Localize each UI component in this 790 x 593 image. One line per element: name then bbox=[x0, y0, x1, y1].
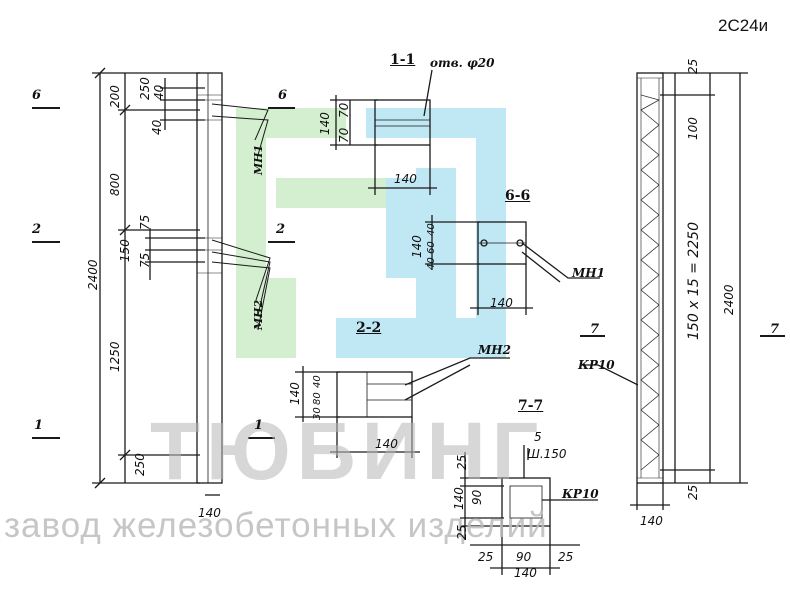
dim-2-2-h80: 80 bbox=[312, 392, 323, 405]
section-2-2-title: 2-2 bbox=[356, 320, 382, 336]
kr10-label-right: КР10 bbox=[578, 358, 615, 372]
dim-1-1-h70a: 70 bbox=[337, 127, 351, 143]
dim-right-width: 140 bbox=[640, 514, 663, 528]
dim-1-1-h70b: 70 bbox=[337, 102, 351, 118]
hole-label: отв. φ20 bbox=[430, 56, 495, 70]
dim-right-spacing: 150 х 15 = 2250 bbox=[686, 222, 702, 340]
watermark-brand: ТЮБИНГ bbox=[150, 406, 545, 497]
dim-1-1-h140: 140 bbox=[318, 112, 332, 135]
cut-label-2-left: 2 bbox=[32, 222, 42, 237]
dim-left-150: 150 bbox=[118, 239, 132, 262]
dim-6-6-h140: 140 bbox=[410, 235, 424, 258]
watermark-tagline: завод железобетонных изделий bbox=[4, 506, 548, 545]
dim-left-200: 200 bbox=[108, 85, 122, 108]
spacing-label: Ш.150 bbox=[527, 447, 567, 461]
dim-7-7-w25a: 25 bbox=[478, 550, 494, 564]
cut-label-6-left: 6 bbox=[32, 88, 42, 103]
dim-left-total: 2400 bbox=[86, 259, 100, 290]
drawing-code: 2С24и bbox=[718, 16, 769, 35]
dim-left-75b: 75 bbox=[138, 252, 152, 268]
dim-right-100: 100 bbox=[686, 117, 700, 140]
dim-right-total: 2400 bbox=[722, 284, 736, 315]
section-6-6-title: 6-6 bbox=[505, 188, 531, 204]
cut-label-6-right: 6 bbox=[278, 88, 288, 103]
dim-right-25b: 25 bbox=[686, 484, 700, 500]
dim-7-7-w25b: 25 bbox=[558, 550, 574, 564]
dim-2-2-h40: 40 bbox=[312, 375, 323, 388]
dim-7-7-top5: 5 bbox=[534, 430, 542, 444]
dim-6-6-h40a: 40 bbox=[426, 257, 437, 270]
dim-left-800: 800 bbox=[108, 173, 122, 196]
dim-1-1-w140: 140 bbox=[394, 172, 417, 186]
cut-label-1-right: 1 bbox=[254, 418, 264, 433]
cut-label-7-left: 7 bbox=[590, 322, 600, 337]
dim-7-7-h25b: 25 bbox=[455, 524, 469, 540]
dim-right-25a: 25 bbox=[686, 58, 700, 74]
section-1-1-title: 1-1 bbox=[390, 52, 416, 68]
dim-7-7-w140: 140 bbox=[514, 566, 537, 580]
dim-7-7-h90: 90 bbox=[470, 489, 484, 505]
cut-label-7-right: 7 bbox=[770, 322, 780, 337]
kr10-label-section: КР10 bbox=[562, 487, 599, 501]
mn2-label-left: МН2 bbox=[252, 299, 265, 330]
dim-2-2-w140: 140 bbox=[375, 437, 398, 451]
cut-label-2-right: 2 bbox=[276, 222, 286, 237]
dim-6-6-h60: 60 bbox=[426, 241, 437, 254]
dim-left-250a: 250 bbox=[138, 77, 152, 100]
mn1-label-left: МН1 bbox=[252, 144, 265, 175]
dim-left-1250: 1250 bbox=[108, 341, 122, 372]
watermark-logo bbox=[236, 108, 506, 358]
dim-left-40a: 40 bbox=[152, 84, 166, 100]
dim-2-2-h30: 30 bbox=[312, 407, 323, 420]
mn2-label: МН2 bbox=[478, 343, 511, 357]
dim-7-7-h140: 140 bbox=[452, 487, 466, 510]
dim-left-75a: 75 bbox=[138, 214, 152, 230]
dim-6-6-w140: 140 bbox=[490, 296, 513, 310]
dim-left-width: 140 bbox=[198, 506, 221, 520]
dim-7-7-h25a: 25 bbox=[455, 454, 469, 470]
dim-6-6-h40b: 40 bbox=[426, 223, 437, 236]
dim-left-250b: 250 bbox=[133, 453, 147, 476]
cut-label-1-left: 1 bbox=[34, 418, 44, 433]
dim-left-40b: 40 bbox=[150, 119, 164, 135]
dim-2-2-h140: 140 bbox=[288, 382, 302, 405]
dim-7-7-w90: 90 bbox=[516, 550, 532, 564]
mn1-label: МН1 bbox=[572, 266, 605, 280]
section-7-7-title: 7-7 bbox=[518, 398, 544, 414]
